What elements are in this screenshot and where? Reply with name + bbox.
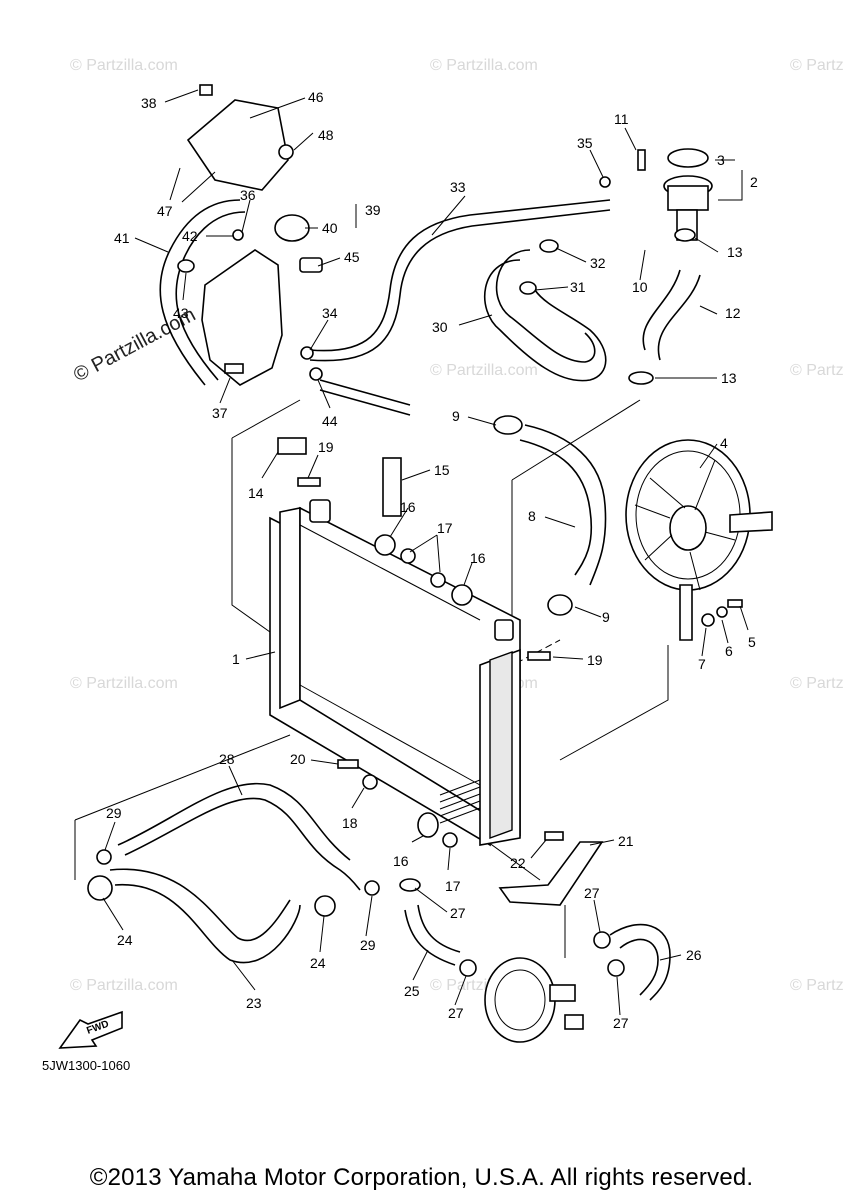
callout-47: 47 [157, 203, 173, 219]
watermark: © Partzilla.com [790, 977, 843, 994]
watermark: © Partzilla.com [70, 977, 178, 994]
callout-23: 23 [246, 995, 262, 1011]
callout-39: 39 [365, 202, 381, 218]
callout-45: 45 [344, 249, 360, 265]
callout-4: 4 [720, 435, 728, 451]
callout-3: 3 [717, 152, 725, 168]
callout-25: 25 [404, 983, 420, 999]
callout-labels: 1 2 3 4 5 6 7 8 9 9 10 11 12 13 13 14 15… [106, 89, 758, 1031]
callout-27b: 27 [584, 885, 600, 901]
callout-16b: 16 [470, 550, 486, 566]
watermark: © Partzilla.com [430, 362, 538, 379]
reservoir-tank [186, 99, 323, 386]
callout-21: 21 [618, 833, 634, 849]
radiator-fins [439, 779, 481, 824]
watermark: © Partzilla.com [790, 57, 843, 74]
callout-6: 6 [725, 643, 733, 659]
callout-32: 32 [590, 255, 606, 271]
callout-20: 20 [290, 751, 306, 767]
small-parts [87, 84, 743, 977]
callout-16a: 16 [400, 499, 416, 515]
callout-44: 44 [322, 413, 338, 429]
callout-18: 18 [342, 815, 358, 831]
callout-41: 41 [114, 230, 130, 246]
diagram-code: 5JW1300-1060 [42, 1058, 131, 1073]
cooling-fan [625, 439, 773, 641]
hoses [109, 199, 701, 1001]
callout-30: 30 [432, 319, 448, 335]
callout-13a: 13 [727, 244, 743, 260]
callout-1: 1 [232, 651, 240, 667]
watermark: © Partzilla.com [430, 57, 538, 74]
callout-10: 10 [632, 279, 648, 295]
callout-22: 22 [510, 855, 526, 871]
watermark: © Partzilla.com [70, 57, 178, 74]
callout-48: 48 [318, 127, 334, 143]
callout-29b: 29 [360, 937, 376, 953]
callout-13b: 13 [721, 370, 737, 386]
radiator [269, 499, 521, 847]
watermark: © Partzilla.com [790, 675, 843, 692]
callout-16c: 16 [393, 853, 409, 869]
water-pump [484, 957, 584, 1043]
callout-17a: 17 [437, 520, 453, 536]
callout-15: 15 [434, 462, 450, 478]
watermark: © Partzilla.com [790, 362, 843, 379]
callout-27d: 27 [613, 1015, 629, 1031]
leader-lines [102, 89, 749, 1016]
callout-14: 14 [248, 485, 264, 501]
callout-40: 40 [322, 220, 338, 236]
callout-34: 34 [322, 305, 338, 321]
callout-33: 33 [450, 179, 466, 195]
callout-26: 26 [686, 947, 702, 963]
callout-27a: 27 [450, 905, 466, 921]
callout-8: 8 [528, 508, 536, 524]
callout-19b: 19 [587, 652, 603, 668]
callout-24b: 24 [310, 955, 326, 971]
callout-29a: 29 [106, 805, 122, 821]
fwd-arrow-icon: FWD [58, 1010, 123, 1049]
callout-9b: 9 [602, 609, 610, 625]
callout-37: 37 [212, 405, 228, 421]
callout-7: 7 [698, 656, 706, 672]
callout-2: 2 [750, 174, 758, 190]
filler-neck [637, 148, 713, 241]
watermark: © Partzilla.com [70, 675, 178, 692]
callout-43: 43 [173, 305, 189, 321]
callout-38: 38 [141, 95, 157, 111]
callout-28: 28 [219, 751, 235, 767]
callout-27c: 27 [448, 1005, 464, 1021]
callout-46: 46 [308, 89, 324, 105]
callout-42: 42 [182, 228, 198, 244]
copyright-notice: ©2013 Yamaha Motor Corporation, U.S.A. A… [89, 1164, 754, 1191]
callout-11: 11 [614, 111, 629, 127]
callout-17b: 17 [445, 878, 461, 894]
callout-12: 12 [725, 305, 741, 321]
callout-5: 5 [748, 634, 756, 650]
callout-9a: 9 [452, 408, 460, 424]
callout-19a: 19 [318, 439, 334, 455]
callout-36: 36 [240, 187, 256, 203]
callout-24a: 24 [117, 932, 133, 948]
callout-35: 35 [577, 135, 593, 151]
callout-31: 31 [570, 279, 586, 295]
